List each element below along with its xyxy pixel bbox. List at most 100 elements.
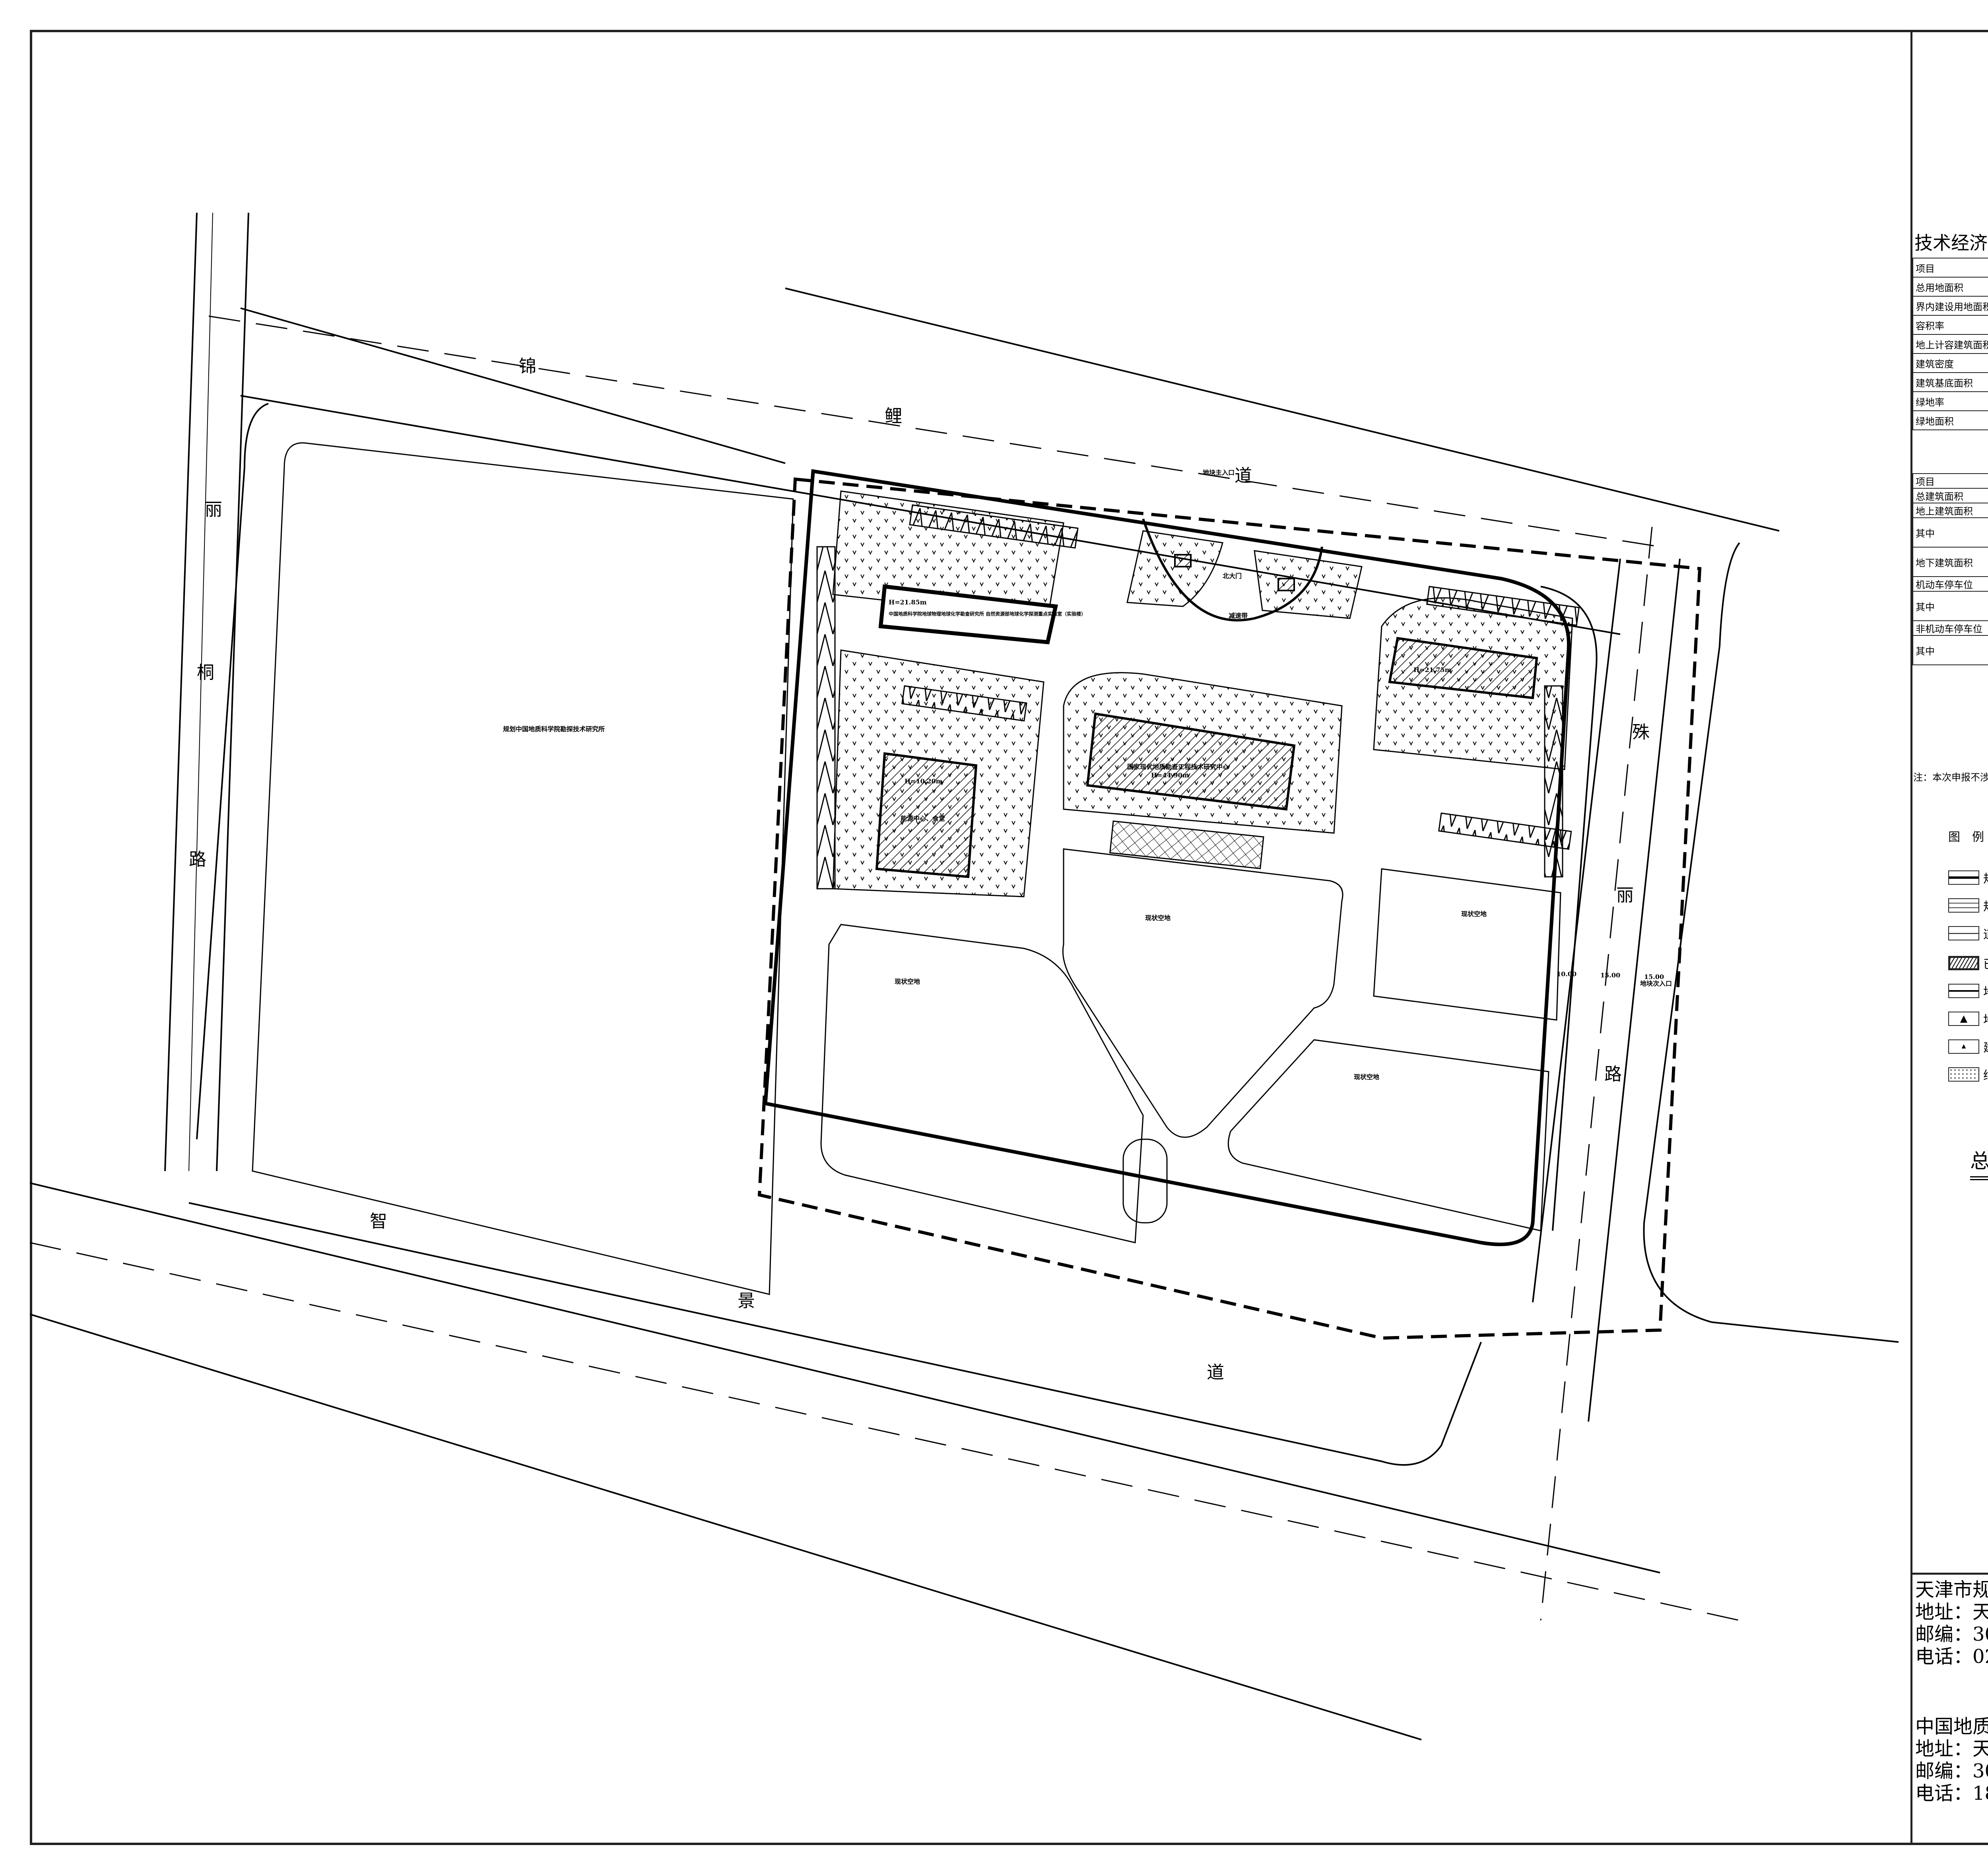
contact-postcode-2: 邮编：300300: [1915, 1760, 1988, 1782]
west-road: [164, 212, 249, 1171]
secondary-entrance-label: 地块次入口: [1640, 980, 1672, 987]
gate-house-west: [1174, 554, 1192, 567]
new-building-height: H=21.85m: [889, 598, 927, 606]
green-space-icon: [1948, 1067, 1979, 1082]
geo-center-label: 国家现代地质勘查工程技术研究中心: [1127, 763, 1229, 771]
vacant-label-2: 现状空地: [1461, 910, 1487, 918]
road-label-west-1: 丽: [205, 499, 222, 520]
table-row: 总建筑面积㎡≤5200.00: [1912, 488, 1988, 503]
road-label-north-2: 鲤: [885, 406, 902, 426]
em-lab-height: H=21.75m: [1413, 666, 1452, 674]
contact-postcode-1: 邮编：300300: [1915, 1623, 1988, 1645]
legend-item: 规划用地红线: [1948, 869, 1988, 886]
contact-phone-2: 电话：18631647336: [1915, 1782, 1988, 1804]
road-label-south-1: 智: [370, 1211, 387, 1231]
north-road-centerline: [208, 315, 1660, 548]
building-entrance-icon: ▲: [1948, 1039, 1979, 1054]
table-row: 地上计容建筑面积㎡ ≤60000.00 ≤18083.00 ≤5200.00 ≤…: [1912, 334, 1988, 354]
new-building-label: 中国地质科学院地球物理地球化学勘查研究所 自然资源部地球化学探测重点实验室（实验…: [889, 611, 1086, 617]
legend-item: 规划道路: [1948, 897, 1988, 914]
existing-em-lab-building: [1388, 637, 1538, 699]
dim-road-a: 10.00: [1557, 970, 1577, 978]
road-label-north-3: 道: [1235, 466, 1252, 486]
vacant-label-1: 现状空地: [1145, 914, 1171, 922]
south-road: [30, 1182, 1660, 1740]
road-label-west-3: 路: [189, 849, 206, 870]
table-row: 非机动车停车位辆≥16: [1912, 620, 1988, 636]
existing-geo-center-building: [1086, 712, 1296, 811]
legend-item: ▲ 建筑物出入口: [1948, 1038, 1988, 1055]
north-road: [196, 287, 1780, 1231]
road-label-east-1: 殊: [1632, 722, 1650, 742]
application-indicators-table: 项目 单位 本次申报指标 总建筑面积㎡≤5200.00 地上建筑面积㎡≤5200…: [1912, 473, 1988, 665]
site-entrance-icon: ▲: [1948, 1012, 1979, 1026]
legend-item: 道路中心线: [1948, 925, 1988, 942]
table-note: 注：本次申报不涉及围墙。: [1913, 772, 1988, 783]
energy-center-height: H=10.20m: [905, 777, 943, 785]
red-line-icon: [1948, 870, 1979, 885]
geo-center-height: H=44.90m: [1151, 771, 1189, 779]
table-row: 地下建筑面积经营性建筑面积㎡≤0: [1912, 547, 1988, 577]
new-lab-building: [878, 584, 1058, 645]
road-label-north-1: 锦: [519, 356, 536, 377]
energy-center-label: 能源中心、食堂: [901, 815, 945, 822]
plan-title: 总平面图1:500: [1970, 1145, 1988, 1180]
vacant-label-4: 现状空地: [1354, 1073, 1380, 1081]
main-gate-plaza: [1142, 519, 1323, 622]
table-row: 绿地面积㎡ ≥19379.14 ≥6826.84 ≥2029.00 ≥10523…: [1912, 410, 1988, 430]
contact-org-2: 中国地质科学院地球物理地球化学勘查研究所: [1915, 1715, 1988, 1738]
legend-title: 图例:: [1948, 830, 1988, 844]
application-boundary: [757, 477, 1702, 1340]
table-row: 机动车停车位辆≥43: [1912, 576, 1988, 592]
legend-item: 绿地: [1948, 1066, 1988, 1083]
table-row: 容积率- ≤1.30: [1912, 315, 1988, 335]
west-parcel-label: 规划中国地质科学院勘探技术研究所: [503, 725, 605, 733]
site-plan: 锦 鲤 道 丽 桐 路 殊 丽 路 智 景 道 规划中国地质科学院勘探技术研究所…: [30, 30, 1910, 1845]
south-road-centerline: [30, 1242, 1740, 1621]
vacant-label-3: 现状空地: [895, 978, 920, 985]
contact-org-1: 天津市规划和自然资源局东丽分局: [1915, 1579, 1988, 1601]
road-label-west-2: 桐: [197, 662, 214, 683]
road-label-east-2: 丽: [1616, 885, 1634, 905]
contact-phone-1: 电话：022-84371577: [1915, 1645, 1988, 1668]
table-row: 界内建设用地面积㎡ 55368.9619894.57 4980.8630493.…: [1912, 296, 1988, 316]
east-road-centerline: [1540, 526, 1653, 1621]
basement-outline-icon: [1948, 984, 1979, 998]
site-plan-drawing: [30, 212, 1899, 1740]
gate-house-east: [1277, 578, 1295, 591]
east-road: [1532, 542, 1899, 1422]
table-row: 总用地面积㎡ 73420.6237946.23 4980.8630493.53: [1912, 277, 1988, 297]
contact-address-2: 地址：天津市东丽区东丽湖华纳景湖花园5-2-201、5-2-202室: [1915, 1738, 1988, 1760]
tech-table-title: 技术经济指标表: [1914, 232, 1988, 254]
dim-road-c: 15.00: [1644, 973, 1664, 981]
road-label-south-3: 道: [1207, 1362, 1224, 1383]
contact-block: 天津市规划和自然资源局东丽分局 地址：天津市东丽开发区二经路增2号 邮编：300…: [1910, 1573, 1988, 1845]
legend-item: 地下室轮廓: [1948, 982, 1988, 1000]
dim-road-b: 15.00: [1600, 971, 1621, 979]
drawing-frame: [30, 30, 1988, 1845]
centerline-icon: [1948, 926, 1979, 940]
info-panel: [1910, 30, 1988, 1845]
table-row: 建筑密度% ≤40: [1912, 353, 1988, 373]
road-label-south-2: 景: [738, 1291, 755, 1311]
header-item: 项目: [1912, 258, 1988, 278]
parking-rows: [816, 504, 1580, 890]
contact-address-1: 地址：天津市东丽开发区二经路增2号: [1915, 1601, 1988, 1623]
vacant-parcels: [820, 848, 1561, 1243]
road-label-east-3: 路: [1604, 1064, 1622, 1084]
tech-indicators-table: 项目 单位 总指标 已发证指标 本次申报指标 审批后剩余指标 总用地面积㎡ 73…: [1912, 258, 1988, 430]
table-header-row: 项目 单位 总指标 已发证指标 本次申报指标 审批后剩余指标: [1912, 258, 1988, 278]
west-parcel-outline: [252, 442, 794, 1295]
table-row: 地上建筑面积㎡≤5200.00: [1912, 503, 1988, 518]
table-row: 其中地上计容建筑面积㎡≤5200.00: [1912, 517, 1988, 548]
table-row: 其中地上机动车停车位辆≤43: [1912, 591, 1988, 621]
existing-building-icon: [1948, 956, 1979, 970]
north-gate-label: 北大门: [1223, 572, 1242, 580]
speed-bump-label: 减速带: [1229, 612, 1248, 620]
table-row: 其中地上非机动车停车位辆16: [1912, 635, 1988, 665]
table-header-row: 项目 单位 本次申报指标: [1912, 473, 1988, 489]
main-entrance-label: 地块主入口: [1203, 469, 1235, 476]
table-row: 建筑基底面积㎡ ≤22147.58 ≤3669.40 ≤1033.68 ≤174…: [1912, 372, 1988, 392]
plaza-paving: [1109, 820, 1264, 869]
legend-item: ▲ 地块出入口: [1948, 1010, 1988, 1028]
